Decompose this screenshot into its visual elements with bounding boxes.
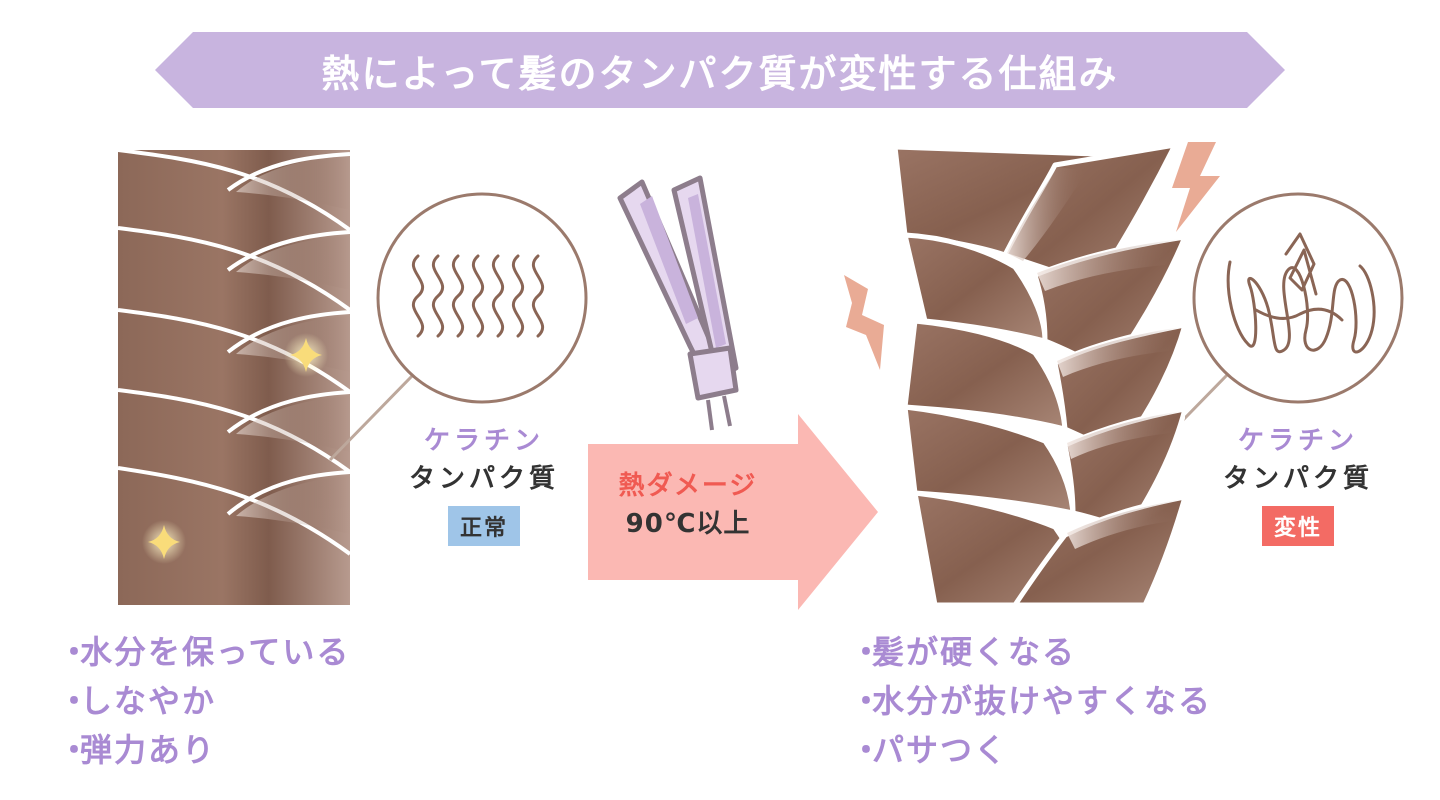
status-badge-denatured: 変性 — [1261, 506, 1334, 546]
lightning-bolt-icon — [844, 275, 884, 370]
title-banner: 熱によって髪のタンパク質が変性する仕組み — [155, 32, 1285, 108]
sparkle-icon — [284, 333, 328, 377]
arrow-shape — [588, 414, 878, 610]
keratin-label: ケラチン — [1237, 426, 1358, 456]
list-item: ・水分を保っている — [58, 633, 351, 671]
healthy-hair-traits: ・水分を保っている ・しなやか ・弾力あり — [58, 628, 350, 775]
normal-protein-label: ケラチン タンパク質 正常 — [384, 422, 584, 546]
status-badge-normal: 正常 — [447, 506, 520, 546]
damaged-hair-illustration — [895, 145, 1185, 605]
temperature-label: 90℃以上 — [625, 509, 751, 539]
sparkle-icon — [142, 520, 186, 564]
denatured-keratin-zoom — [1192, 192, 1404, 404]
protein-label: タンパク質 — [408, 464, 559, 494]
healthy-hair-illustration — [118, 150, 350, 605]
page-title: 熱によって髪のタンパク質が変性する仕組み — [321, 51, 1119, 96]
heat-damage-arrow: 熱ダメージ 90℃以上 — [588, 414, 878, 610]
banner-shape — [155, 32, 1285, 108]
normal-keratin-zoom — [376, 192, 588, 404]
list-item: ・水分が抜けやすくなる — [850, 682, 1213, 720]
hair-iron-icon — [617, 175, 739, 431]
list-item: ・弾力あり — [58, 731, 217, 769]
denatured-protein-label: ケラチン タンパク質 変性 — [1198, 422, 1398, 546]
damaged-hair-traits: ・髪が硬くなる ・水分が抜けやすくなる ・パサつく — [850, 628, 1212, 775]
list-item: ・しなやか — [58, 682, 217, 720]
keratin-label: ケラチン — [423, 426, 544, 456]
protein-label: タンパク質 — [1222, 464, 1373, 494]
list-item: ・パサつく — [850, 731, 1009, 769]
list-item: ・髪が硬くなる — [850, 633, 1077, 671]
heat-damage-label: 熱ダメージ — [618, 471, 758, 501]
lightning-bolt-icon — [1172, 142, 1220, 232]
